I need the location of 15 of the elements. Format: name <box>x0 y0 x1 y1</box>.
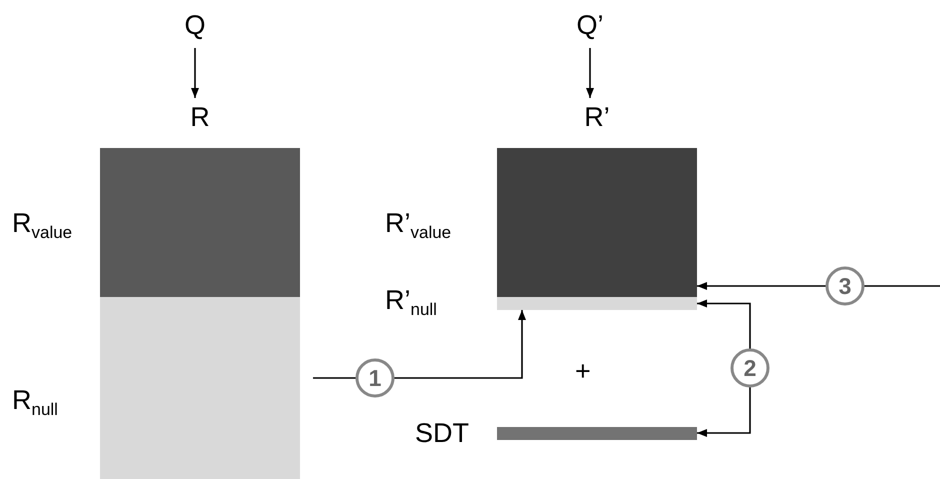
relation-heading: R <box>189 102 211 132</box>
arrow <box>586 48 594 98</box>
relation-heading: R’ <box>583 102 611 132</box>
segment-label: R$_{value}$ <box>12 208 72 244</box>
variable-label: Q’ <box>568 10 612 46</box>
plus-sign: + <box>575 356 591 386</box>
step-number: 3 <box>826 266 864 306</box>
arrow <box>191 48 199 98</box>
segment-label: R$_{null}$ <box>12 385 58 421</box>
step-number: 2 <box>730 348 770 388</box>
segment-label: R’$_{null}$ <box>385 285 437 321</box>
variable-label: Q <box>175 10 215 46</box>
segment-label: R’$_{value}$ <box>385 208 452 244</box>
step-number: 1 <box>356 358 394 398</box>
segment-label: SDT <box>415 418 469 448</box>
